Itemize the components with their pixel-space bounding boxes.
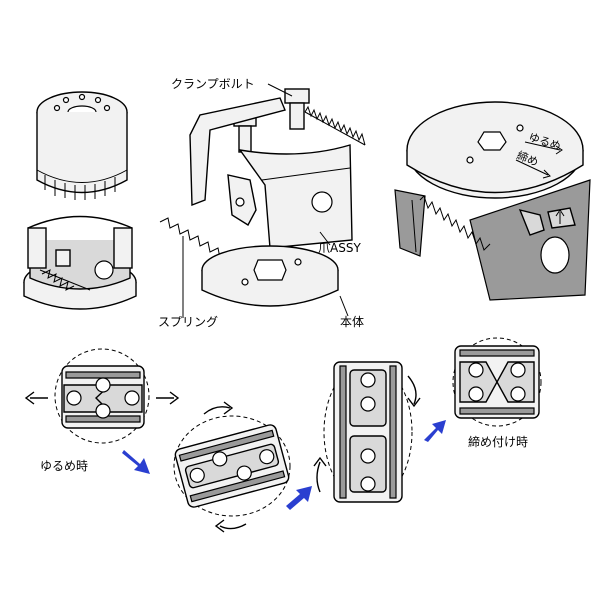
blue-arrow-icon	[122, 450, 150, 474]
loosen-label: ゆるめ時	[40, 459, 88, 473]
exploded-view	[159, 83, 366, 318]
oil-filter-illustration	[36, 91, 128, 200]
rotating-state-diagram	[173, 401, 291, 533]
spring-label: スプリング	[158, 315, 218, 329]
blue-arrow-icon	[424, 420, 446, 442]
clamp-bolt-label: クランプボルト	[171, 77, 255, 91]
tighten-label: 締め付け時	[468, 434, 528, 449]
vertical-state-diagram	[313, 361, 421, 503]
blue-arrow-icon	[286, 486, 312, 510]
loosen-state-diagram	[24, 348, 180, 444]
body-label: 本体	[340, 315, 364, 329]
tighten-state-diagram	[452, 337, 542, 427]
assembled-tool-illustration	[394, 101, 591, 301]
claw-assy-label: 爪ASSY	[318, 241, 361, 255]
tool-on-filter-illustration	[23, 215, 137, 310]
